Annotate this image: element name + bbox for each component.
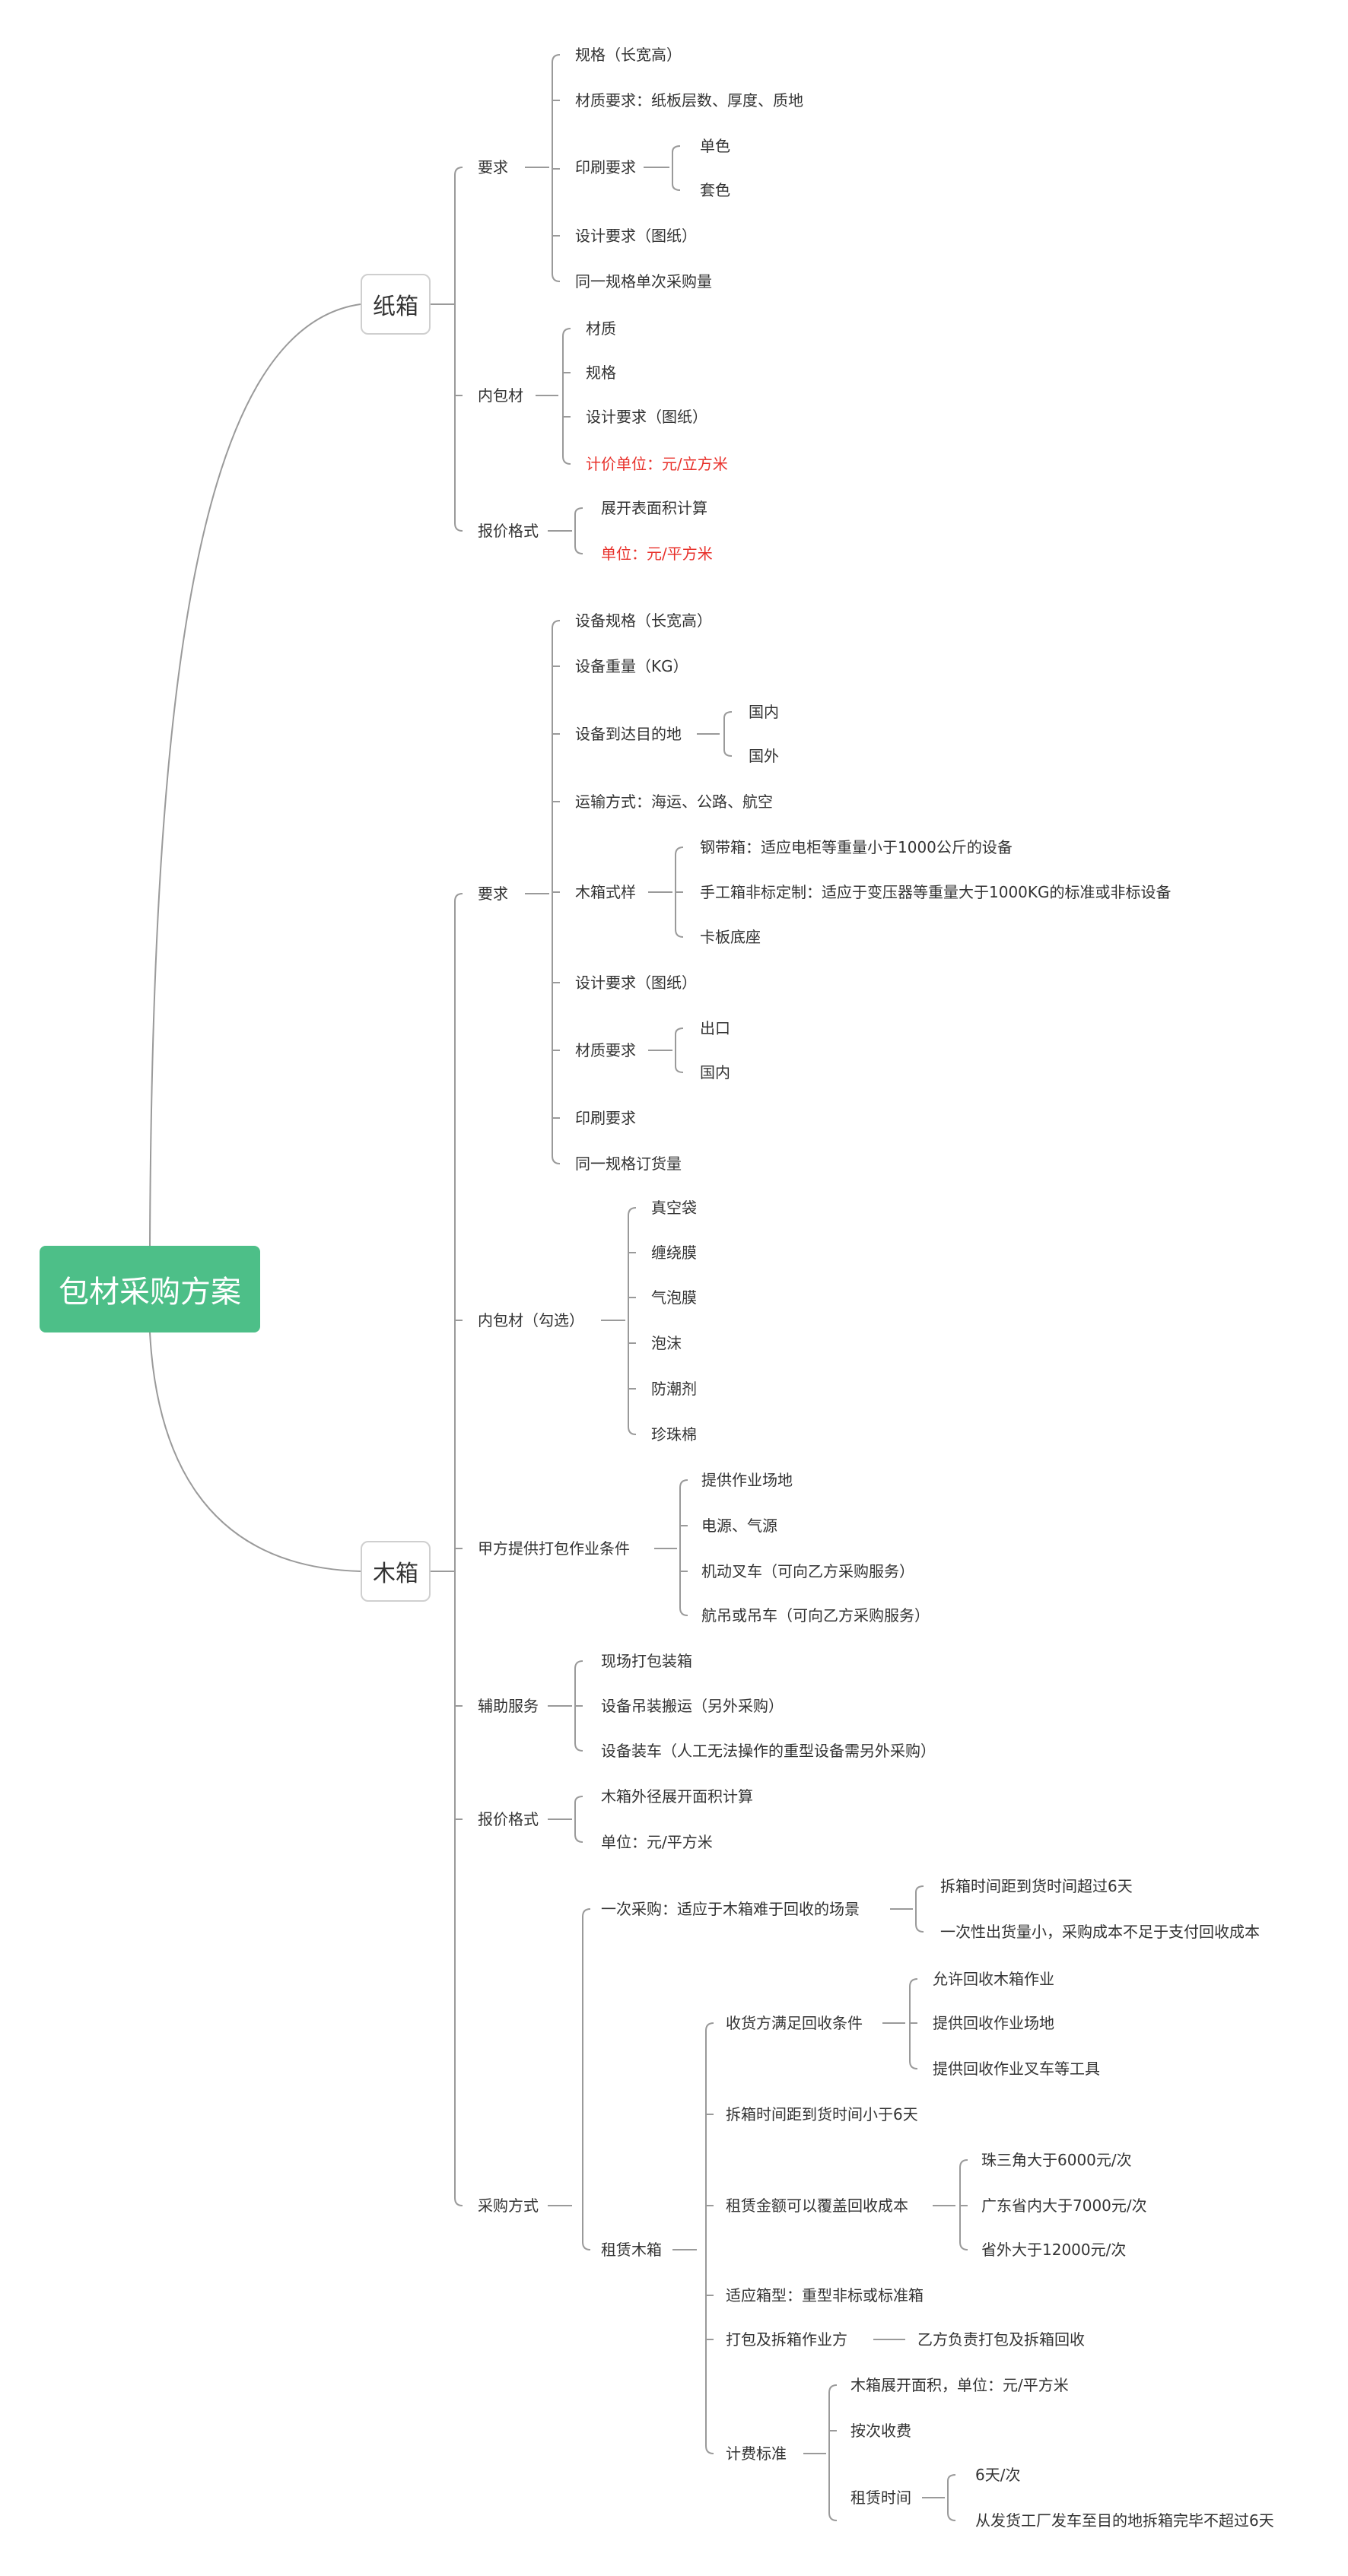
crate-inner-item[interactable]: 泡沫 — [651, 1334, 682, 1352]
crate-req[interactable]: 要求 — [478, 885, 508, 903]
crate-req-qty[interactable]: 同一规格订货量 — [575, 1155, 682, 1173]
crate-req-print[interactable]: 印刷要求 — [575, 1109, 636, 1127]
rent-lt6[interactable]: 拆箱时间距到货时间小于6天 — [726, 2105, 918, 2123]
rent-time-limit[interactable]: 从发货工厂发车至目的地拆箱完毕不超过6天 — [975, 2511, 1274, 2530]
crate-dest-domestic[interactable]: 国内 — [749, 703, 779, 721]
crate-style-custom[interactable]: 手工箱非标定制：适应于变压器等重量大于1000KG的标准或非标设备 — [700, 883, 1172, 901]
carton-inner-material[interactable]: 材质 — [586, 319, 616, 338]
rent-time-per[interactable]: 6天/次 — [975, 2466, 1021, 2484]
carton-inner-unit[interactable]: 计价单位：元/立方米 — [586, 455, 728, 473]
carton-quote-area[interactable]: 展开表面积计算 — [601, 499, 707, 517]
carton-inner[interactable]: 内包材 — [478, 386, 523, 405]
crate-req-style[interactable]: 木箱式样 — [575, 883, 636, 901]
crate-quote-unit[interactable]: 单位：元/平方米 — [601, 1833, 713, 1851]
carton-inner-spec[interactable]: 规格 — [586, 364, 616, 382]
crate-inner-item[interactable]: 气泡膜 — [651, 1288, 697, 1307]
party-a-item[interactable]: 航吊或吊车（可向乙方采购服务） — [701, 1606, 930, 1625]
crate-req-weight[interactable]: 设备重量（KG） — [575, 657, 688, 675]
category-crate[interactable]: 木箱 — [361, 1541, 431, 1602]
aux-item[interactable]: 设备吊装搬运（另外采购） — [601, 1697, 784, 1715]
purchase-once-b[interactable]: 一次性出货量小，采购成本不足于支付回收成本 — [940, 1923, 1260, 1941]
crate-req-spec[interactable]: 设备规格（长宽高） — [575, 611, 712, 630]
rent-recv-item[interactable]: 提供回收作业叉车等工具 — [933, 2060, 1100, 2078]
crate-inner-item[interactable]: 防潮剂 — [651, 1380, 697, 1398]
crate-material-export[interactable]: 出口 — [700, 1019, 730, 1037]
party-a-item[interactable]: 电源、气源 — [701, 1517, 777, 1535]
rent-recv-item[interactable]: 允许回收木箱作业 — [933, 1970, 1054, 1988]
party-a-item[interactable]: 机动叉车（可向乙方采购服务） — [701, 1562, 914, 1580]
carton-req[interactable]: 要求 — [478, 158, 508, 176]
aux-item[interactable]: 现场打包装箱 — [601, 1652, 692, 1670]
crate-inner[interactable]: 内包材（勾选） — [478, 1311, 584, 1329]
crate-party-a[interactable]: 甲方提供打包作业条件 — [478, 1539, 630, 1558]
root-node[interactable]: 包材采购方案 — [40, 1246, 260, 1332]
purchase-once-a[interactable]: 拆箱时间距到货时间超过6天 — [940, 1877, 1133, 1895]
crate-inner-item[interactable]: 珍珠棉 — [651, 1425, 697, 1444]
rent-pack-party[interactable]: 乙方负责打包及拆箱回收 — [917, 2330, 1085, 2349]
crate-style-pallet[interactable]: 卡板底座 — [700, 928, 761, 946]
aux-item[interactable]: 设备装车（人工无法操作的重型设备需另外采购） — [601, 1742, 936, 1760]
category-carton[interactable]: 纸箱 — [361, 274, 431, 335]
rent-fee[interactable]: 计费标准 — [726, 2444, 787, 2463]
crate-req-material[interactable]: 材质要求 — [575, 1041, 636, 1059]
carton-req-qty[interactable]: 同一规格单次采购量 — [575, 272, 712, 291]
purchase-rent[interactable]: 租赁木箱 — [601, 2241, 662, 2259]
rent-fee-time[interactable]: 租赁时间 — [850, 2489, 911, 2507]
carton-quote-unit[interactable]: 单位：元/平方米 — [601, 545, 713, 563]
rent-recv[interactable]: 收货方满足回收条件 — [726, 2014, 863, 2032]
carton-req-print[interactable]: 印刷要求 — [575, 158, 636, 176]
rent-cost-item[interactable]: 省外大于12000元/次 — [981, 2241, 1127, 2259]
rent-cost[interactable]: 租赁金额可以覆盖回收成本 — [726, 2196, 908, 2215]
purchase-once[interactable]: 一次采购：适应于木箱难于回收的场景 — [601, 1900, 860, 1918]
crate-inner-item[interactable]: 真空袋 — [651, 1199, 697, 1217]
carton-inner-design[interactable]: 设计要求（图纸） — [586, 408, 707, 426]
carton-req-design[interactable]: 设计要求（图纸） — [575, 227, 697, 245]
rent-type[interactable]: 适应箱型：重型非标或标准箱 — [726, 2286, 924, 2304]
crate-req-design[interactable]: 设计要求（图纸） — [575, 974, 697, 992]
rent-recv-item[interactable]: 提供回收作业场地 — [933, 2014, 1054, 2032]
carton-print-mono[interactable]: 单色 — [700, 137, 730, 155]
rent-cost-item[interactable]: 广东省内大于7000元/次 — [981, 2196, 1147, 2215]
party-a-item[interactable]: 提供作业场地 — [701, 1471, 793, 1489]
carton-print-color[interactable]: 套色 — [700, 181, 730, 199]
crate-purchase[interactable]: 采购方式 — [478, 2196, 539, 2215]
crate-aux[interactable]: 辅助服务 — [478, 1697, 539, 1715]
crate-req-transport[interactable]: 运输方式：海运、公路、航空 — [575, 792, 773, 811]
crate-material-domestic[interactable]: 国内 — [700, 1063, 730, 1082]
rent-cost-item[interactable]: 珠三角大于6000元/次 — [981, 2151, 1132, 2169]
crate-style-steel[interactable]: 钢带箱：适应电柜等重量小于1000公斤的设备 — [700, 838, 1013, 856]
rent-fee-area[interactable]: 木箱展开面积，单位：元/平方米 — [850, 2376, 1069, 2394]
crate-req-dest[interactable]: 设备到达目的地 — [575, 725, 682, 743]
rent-fee-times[interactable]: 按次收费 — [850, 2422, 911, 2440]
rent-pack[interactable]: 打包及拆箱作业方 — [726, 2330, 847, 2349]
crate-quote-area[interactable]: 木箱外径展开面积计算 — [601, 1787, 753, 1806]
crate-dest-abroad[interactable]: 国外 — [749, 747, 779, 765]
crate-inner-item[interactable]: 缠绕膜 — [651, 1244, 697, 1262]
carton-quote[interactable]: 报价格式 — [478, 522, 539, 540]
carton-req-material[interactable]: 材质要求：纸板层数、厚度、质地 — [575, 91, 803, 110]
crate-quote[interactable]: 报价格式 — [478, 1810, 539, 1828]
carton-req-spec[interactable]: 规格（长宽高） — [575, 46, 682, 64]
